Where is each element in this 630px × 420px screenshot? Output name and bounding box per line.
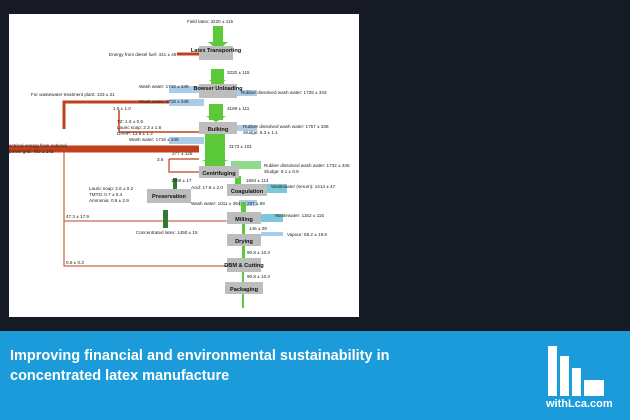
- f473-label: 47.3 ± 17.9: [66, 214, 89, 219]
- f06-label: 0.6 ± 0.3: [66, 260, 84, 265]
- f1684-label: 1684 ± 114: [246, 178, 269, 183]
- wash-water-in-1: [169, 86, 204, 93]
- rubber-wash1-label: Rubber dissolved wash water: 1739 ± 343: [241, 90, 327, 95]
- f146-label: 146 ± 29: [249, 226, 267, 231]
- f908a-label: 90.8 ± 10.3: [247, 250, 270, 255]
- process-boxes: [147, 46, 267, 294]
- label-dbm-cutting: DBM & Cutting: [224, 263, 264, 269]
- latex-to-preservation: [173, 178, 177, 196]
- wash1-label: Wash water: 1718 ± 349: [139, 84, 189, 89]
- wash-water-in-2: [169, 99, 204, 106]
- wastewater2-label: Wastewater: 1162 ± 115: [275, 213, 324, 218]
- wash-water-out-2: [237, 125, 257, 131]
- brand-name: withLca.com: [546, 398, 613, 410]
- label-drying: Drying: [235, 239, 253, 245]
- tmtd-label: TMTD: 0.7 ± 0.4: [89, 192, 123, 197]
- energy-line-06: [63, 221, 227, 267]
- process-latex-transporting: [199, 46, 233, 60]
- concentrated-label: Concentrated latex: 1450 ± 15: [136, 230, 198, 235]
- process-packaging: [225, 282, 263, 294]
- label-latex-1: Latex Transporting: [191, 48, 242, 54]
- process-bowser-unloading: [199, 84, 237, 98]
- diesel-label: Energy from diesel fuel: 441 ± 48: [109, 52, 177, 57]
- lauric1-label: Lauric soap: 2.3 ± 1.6: [117, 125, 162, 130]
- latex-arrow-3: [202, 160, 228, 166]
- serum-label: Wastewater (serum): 1414 ± 47: [271, 184, 336, 189]
- f1469-label: 1469 ± 17: [171, 178, 192, 183]
- process-preservation: [147, 189, 191, 203]
- f908b-label: 90.8 ± 10.3: [247, 274, 270, 279]
- acid-label: Acid: 17.8 ± 2.0: [191, 185, 223, 190]
- wash-water-in-4: [239, 200, 257, 206]
- wastewater-out-2: [261, 214, 283, 222]
- rubber-wash2-label: Rubber dissolved wash water: 1757 ± 338: [243, 124, 329, 129]
- latex-arrow-2: [206, 116, 226, 122]
- process-dbm-cutting: [227, 258, 261, 272]
- process-coagulation: [227, 184, 267, 196]
- electric-label-1: ectrical energy from national: [9, 143, 67, 148]
- label-bulking: Bulking: [208, 127, 229, 133]
- label-centrifuging: Centrifuging: [202, 171, 236, 177]
- label-bowser: Bowser Unloading: [193, 86, 243, 92]
- latex-flows: [163, 26, 261, 308]
- f36-label: 3.6: [157, 157, 164, 162]
- label-milling: Milling: [235, 217, 253, 223]
- article-title: Improving financial and environmental su…: [10, 348, 390, 384]
- wash2-label: Wash water: 1718 ± 349: [139, 99, 189, 104]
- process-centrifuging: [199, 166, 239, 178]
- wash-water-in-3: [169, 137, 204, 144]
- water-flows: [169, 86, 287, 236]
- process-bulking: [199, 122, 237, 134]
- rubber-wash-green-1: [231, 161, 261, 169]
- latex-to-milling: [241, 202, 246, 216]
- f277-label: 277 ± 126: [172, 151, 193, 156]
- skim-crepe-flow: [242, 294, 244, 308]
- vapour-label: Vapour: 55.2 ± 19.6: [287, 232, 327, 237]
- lauric2-label: Lauric soap: 2.6 ± 0.2: [89, 186, 134, 191]
- caption-banner: [0, 331, 630, 420]
- wastewater-plant-flow: [62, 100, 199, 129]
- concentrated-latex-flow: [163, 210, 168, 228]
- vapour-out: [261, 232, 283, 236]
- process-drying: [227, 234, 261, 246]
- latex-to-packaging: [242, 270, 244, 284]
- latex-flow-3: [205, 134, 225, 166]
- withlca-logo-icon: [548, 346, 604, 396]
- dahp-label: DAHP: 13.8 ± 1.3: [117, 131, 153, 136]
- tz-label: TZ: 1.6 ± 0.5: [117, 119, 143, 124]
- wastewater-plant-label: For wastewater treatment plant: 133 ± 21: [31, 92, 115, 97]
- field-latex-label: Field latex: 3220 ± 115: [187, 19, 234, 24]
- rubber-wash3-label: Rubber dissolved wash water: 1732 ± 345: [264, 163, 350, 168]
- flow3-label: 3173 ± 101: [229, 144, 252, 149]
- wash-water-out-1: [237, 90, 257, 96]
- latex-arrow-1: [209, 80, 226, 86]
- flow1-label: 3220 ± 115: [227, 70, 250, 75]
- energy-flows: [9, 52, 227, 267]
- wash3-label: Wash water: 1718 ± 349: [129, 137, 179, 142]
- f287-label: 287 ± 69: [247, 201, 265, 206]
- energy-line-16: [118, 110, 199, 133]
- energy-line-36: [168, 158, 199, 173]
- flow2-label: 3189 ± 111: [227, 106, 250, 111]
- process-milling: [227, 212, 261, 224]
- label-coagulation: Coagulation: [231, 189, 264, 195]
- sankey-diagram: Latex Transporting Bowser Unloading Bulk…: [9, 14, 359, 317]
- wash4-label: Wash water: 1011 ± 394: [191, 201, 241, 206]
- latex-to-drying: [242, 222, 245, 234]
- ammonia-label: Ammonia: 0.6 ± 2.9: [89, 198, 129, 203]
- serum-out: [267, 184, 287, 193]
- sludge2-label: Sludge: 8.1 ± 0.9: [264, 169, 299, 174]
- label-packaging: Packaging: [230, 287, 259, 293]
- e16-label: 1.6 ± 1.0: [113, 106, 131, 111]
- sludge1-label: Sludge: 5.3 ± 1.1: [243, 130, 278, 135]
- field-latex-arrow: [208, 26, 228, 50]
- label-preservation: Preservation: [152, 194, 186, 200]
- latex-to-cutting: [242, 246, 245, 260]
- electric-label-2: power grid: 483 ± 142: [9, 149, 54, 154]
